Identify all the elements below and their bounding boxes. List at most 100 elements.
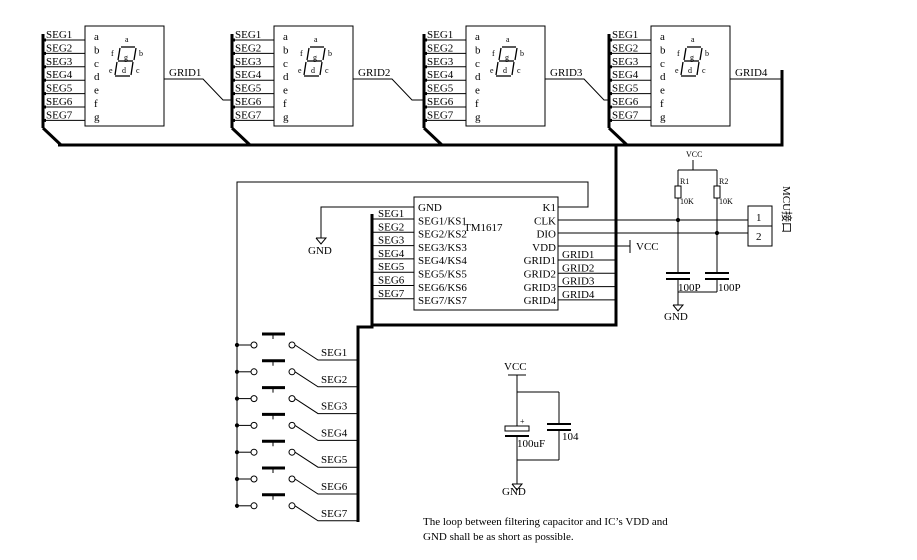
grid-label: GRID3 — [550, 67, 583, 79]
seg-letter: a — [660, 31, 665, 43]
ic-wiring — [236, 145, 748, 522]
tm1617-ic: TM1617 — [413, 196, 559, 311]
note-line-1: The loop between filtering capacitor and… — [423, 516, 668, 528]
c1-value: 100P — [678, 282, 701, 294]
seg-label: SEG6 — [235, 96, 262, 108]
vcc-label-pullup: VCC — [686, 150, 702, 159]
seg-label: SEG6 — [46, 96, 73, 108]
seg-label: SEG4 — [427, 69, 454, 81]
key-net-label: SEG5 — [321, 454, 348, 466]
digit-letter-f: f — [300, 49, 303, 58]
seg-letter: d — [94, 71, 100, 83]
seg-label: SEG1 — [427, 29, 453, 41]
r2-value: 10K — [719, 197, 733, 206]
digit-letter-b: b — [328, 49, 332, 58]
digit-letter-f: f — [111, 49, 114, 58]
ic-pin-left: SEG6/KS6 — [418, 282, 467, 294]
gnd-label-ic: GND — [308, 245, 332, 257]
seg-label: SEG2 — [235, 42, 261, 54]
digit-letter-a: a — [691, 35, 695, 44]
seg-label: SEG5 — [427, 83, 454, 95]
key-switch — [234, 359, 358, 388]
ic-seg-net: SEG3 — [378, 235, 405, 247]
grid-label: GRID1 — [169, 67, 201, 79]
key-switch — [234, 493, 358, 522]
r1-ref: R1 — [680, 177, 689, 186]
connector-pin-1: 1 — [756, 212, 762, 224]
key-switch — [234, 386, 358, 415]
digit-letter-c: c — [136, 66, 140, 75]
key-net-label: SEG4 — [321, 427, 348, 439]
ic-pin-right: GRID1 — [524, 255, 556, 267]
seg-letter: b — [283, 44, 289, 56]
seg-letter: g — [94, 111, 100, 123]
connector-title: MCU接口 — [780, 186, 793, 233]
ic-pin-right: GRID2 — [524, 269, 556, 281]
seg-letter: e — [94, 85, 99, 97]
ic-seg-net: SEG2 — [378, 221, 404, 233]
seg-label: SEG3 — [235, 56, 262, 68]
vcc-label-vdd: VCC — [636, 241, 659, 253]
ic-pin-left: GND — [418, 202, 442, 214]
ic-pin-left: SEG1/KS1 — [418, 215, 467, 227]
seven-seg-figure — [680, 46, 703, 77]
connector-pin-2: 2 — [756, 231, 762, 243]
grid-label: GRID4 — [735, 67, 768, 79]
key-net-label: SEG6 — [321, 481, 348, 493]
seg-letter: c — [660, 58, 665, 70]
seg-letter: b — [94, 44, 100, 56]
key-switch — [234, 332, 358, 361]
digit-letter-c: c — [702, 66, 706, 75]
seg-label: SEG7 — [46, 109, 73, 121]
key-net-label: SEG2 — [321, 374, 347, 386]
key-net-label: SEG7 — [321, 508, 348, 520]
seg-label: SEG4 — [612, 69, 639, 81]
key-switch — [234, 466, 358, 495]
seg-label: SEG3 — [46, 56, 73, 68]
digit-letter-c: c — [325, 66, 329, 75]
ic-seg-net: SEG6 — [378, 275, 405, 287]
seg-letter: b — [660, 44, 666, 56]
seg-label: SEG1 — [235, 29, 261, 41]
digit-letter-e: e — [298, 66, 302, 75]
digit-letter-e: e — [109, 66, 113, 75]
ic-grid-net: GRID1 — [562, 249, 594, 261]
ic-grid-net: GRID4 — [562, 289, 595, 301]
seg-label: SEG3 — [612, 56, 639, 68]
r1-value: 10K — [680, 197, 694, 206]
key-switch — [234, 439, 358, 468]
ic-seg-net: SEG4 — [378, 248, 405, 260]
seg-label: SEG2 — [427, 42, 453, 54]
electrolytic-value: 100uF — [517, 438, 545, 450]
gnd-label-filter: GND — [502, 486, 526, 498]
seg-letter: c — [283, 58, 288, 70]
digit-letter-c: c — [517, 66, 521, 75]
filter-capacitors — [504, 374, 571, 491]
ic-pin-right: K1 — [543, 202, 556, 214]
mcu-connector: 1 2 MCU接口 — [747, 186, 793, 247]
seg-letter: c — [94, 58, 99, 70]
seg-label: SEG2 — [46, 42, 72, 54]
ic-grid-net: GRID2 — [562, 262, 594, 274]
digit-letter-a: a — [506, 35, 510, 44]
segment-bus — [41, 34, 784, 147]
digit-letter-b: b — [520, 49, 524, 58]
digit-letter-a: a — [314, 35, 318, 44]
seg-label: SEG4 — [235, 69, 262, 81]
seg-letter: f — [94, 98, 98, 110]
digit-letter-e: e — [675, 66, 679, 75]
c2-value: 100P — [718, 282, 741, 294]
seg-label: SEG2 — [612, 42, 638, 54]
ic-seg-net: SEG5 — [378, 261, 405, 273]
ceramic-value: 104 — [562, 431, 579, 443]
seg-letter: a — [94, 31, 99, 43]
seg-letter: f — [283, 98, 287, 110]
seven-seg-figure — [303, 46, 326, 77]
seg-letter: g — [475, 111, 481, 123]
seg-label: SEG4 — [46, 69, 73, 81]
